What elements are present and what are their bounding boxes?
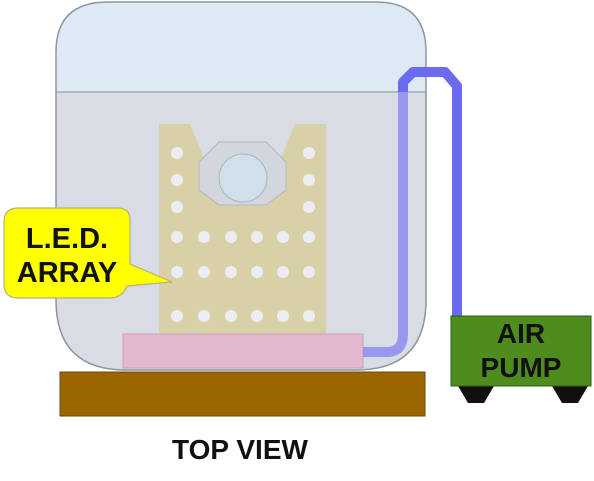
led-dot [171, 147, 183, 159]
holder-circle [218, 153, 268, 203]
pump-label-line2: PUMP [481, 352, 562, 383]
led-dot [225, 310, 237, 322]
led-dot [303, 266, 315, 278]
pump-foot-right [552, 386, 588, 403]
led-dot [303, 147, 315, 159]
callout-label-line2: ARRAY [17, 257, 117, 289]
led-dot [171, 174, 183, 186]
led-dot [225, 231, 237, 243]
air-tube-submerged [363, 92, 408, 357]
base-strip [122, 333, 364, 369]
led-dot [198, 310, 210, 322]
caption-top-view: TOP VIEW [172, 434, 308, 465]
led-array-callout [3, 207, 173, 299]
tank-outline [55, 1, 427, 371]
led-dot [225, 266, 237, 278]
led-dot [303, 231, 315, 243]
led-dots-group [171, 147, 315, 322]
led-dot [251, 266, 263, 278]
led-dot [198, 266, 210, 278]
pump-label-line1: AIR [497, 318, 545, 349]
led-dot [277, 266, 289, 278]
air-tube [398, 67, 462, 318]
led-dot [171, 231, 183, 243]
callout-label-line1: L.E.D. [26, 223, 108, 255]
led-dot [171, 310, 183, 322]
led-dot [251, 310, 263, 322]
led-dot [171, 266, 183, 278]
led-dot [303, 174, 315, 186]
wooden-stand [59, 371, 426, 417]
led-dot [251, 231, 263, 243]
led-dot [277, 310, 289, 322]
led-dot [303, 310, 315, 322]
pump-foot-left [458, 386, 494, 403]
tank-air-region [56, 2, 426, 92]
led-dot [277, 231, 289, 243]
led-dot [303, 201, 315, 213]
led-dot [171, 201, 183, 213]
air-pump-body [450, 315, 592, 387]
led-dot [198, 231, 210, 243]
